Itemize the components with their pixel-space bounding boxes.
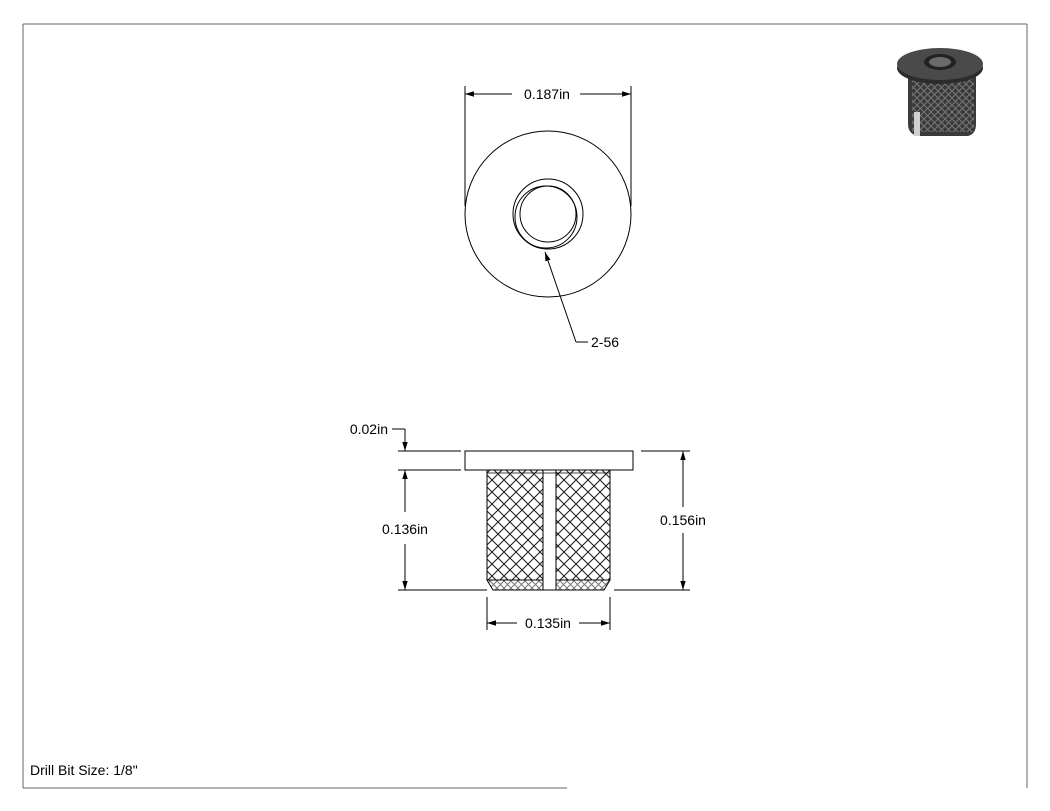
border-frame (22, 23, 1028, 789)
thread-leader (544, 251, 588, 343)
top-view (464, 130, 632, 298)
side-view (464, 450, 634, 591)
dimension-top-width (464, 86, 632, 206)
isometric-thumbnail (897, 48, 983, 136)
dimension-overall-height (614, 450, 690, 591)
dimension-flange-thickness-label: 0.02in (350, 421, 388, 437)
dimension-top-width-label: 0.187in (524, 86, 570, 102)
dimension-body-diameter (486, 597, 611, 630)
dimension-flange-thickness (392, 428, 461, 471)
drill-bit-note: Drill Bit Size: 1/8" (30, 762, 138, 778)
dimension-body-diameter-label: 0.135in (525, 615, 571, 631)
dimension-body-height-label: 0.136in (382, 521, 428, 537)
dimension-overall-height-label: 0.156in (660, 512, 706, 528)
dimension-body-height (398, 470, 487, 591)
thread-label: 2-56 (591, 334, 619, 350)
